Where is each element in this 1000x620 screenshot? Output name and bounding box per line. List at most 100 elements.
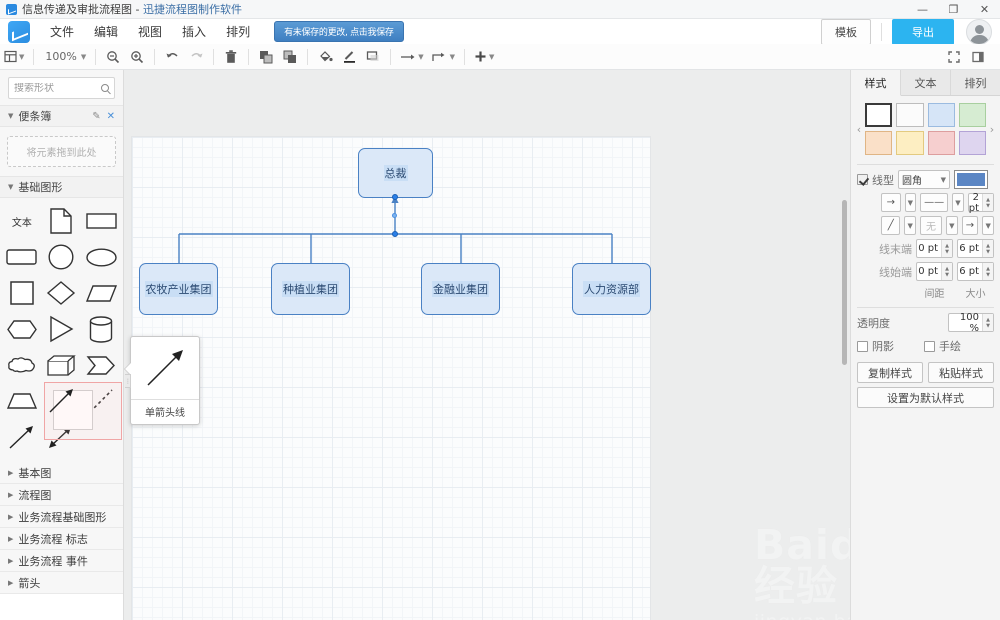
- paste-style-button[interactable]: 粘贴样式: [928, 362, 994, 383]
- shape-dotted-line[interactable]: [81, 384, 121, 418]
- shape-document[interactable]: [42, 204, 82, 238]
- undo-icon[interactable]: [161, 46, 183, 68]
- menu-item-file[interactable]: 文件: [50, 24, 75, 39]
- swatch-light-gray[interactable]: [896, 103, 924, 127]
- line-slant-button[interactable]: ╱: [881, 216, 901, 235]
- menu-item-insert[interactable]: 插入: [182, 24, 207, 39]
- export-button[interactable]: 导出: [892, 18, 954, 45]
- redo-icon[interactable]: [185, 46, 207, 68]
- bring-to-front-icon[interactable]: [255, 46, 277, 68]
- swatch-prev-button[interactable]: ‹: [856, 122, 862, 136]
- tab-arrange[interactable]: 排列: [951, 70, 1000, 95]
- line-start-size-spinner[interactable]: 6 pt ▲▼: [957, 262, 994, 281]
- menu-item-view[interactable]: 视图: [138, 24, 163, 39]
- arrow-style-icon[interactable]: ▼: [397, 46, 426, 68]
- shape-rounded-rect[interactable]: [2, 240, 42, 274]
- section-header-scratchpad[interactable]: ▼ 便条簿 ✎ ✕: [0, 105, 123, 127]
- delete-icon[interactable]: [220, 46, 242, 68]
- fill-color-icon[interactable]: [314, 46, 336, 68]
- shape-triangle-right[interactable]: [42, 312, 82, 346]
- shape-single-arrow-line[interactable]: [42, 382, 122, 440]
- swatch-white[interactable]: [865, 103, 893, 127]
- panel-toggle-icon[interactable]: [967, 46, 989, 68]
- zoom-level-control[interactable]: 100% ▼: [40, 46, 89, 68]
- search-shapes-box[interactable]: [8, 77, 115, 99]
- shape-cube[interactable]: [42, 348, 82, 382]
- line-slant-dropdown[interactable]: ▼: [904, 216, 916, 235]
- node-child-2[interactable]: 种植业集团: [271, 263, 350, 315]
- shape-square[interactable]: [2, 276, 42, 310]
- close-button[interactable]: ✕: [979, 3, 990, 16]
- line-none-dropdown[interactable]: ▼: [946, 216, 958, 235]
- connector-midpoint[interactable]: [392, 213, 397, 218]
- spinner-arrows[interactable]: ▲▼: [982, 194, 994, 211]
- shape-diamond[interactable]: [42, 276, 82, 310]
- node-child-4[interactable]: 人力资源部: [572, 263, 651, 315]
- swatch-light-purple[interactable]: [958, 131, 986, 155]
- node-root[interactable]: 总裁: [358, 148, 433, 198]
- panel-resize-handle[interactable]: ⋮: [125, 374, 131, 388]
- sidebar-category-arrows[interactable]: ▶ 箭头: [0, 572, 123, 594]
- canvas-vertical-scrollbar[interactable]: [842, 200, 847, 365]
- zoom-out-icon[interactable]: [102, 46, 124, 68]
- minimize-button[interactable]: —: [917, 3, 928, 16]
- line-type-checkbox[interactable]: [857, 174, 868, 185]
- page-layout-icon[interactable]: ▼: [1, 46, 27, 68]
- spinner-arrows[interactable]: ▲▼: [982, 263, 993, 280]
- diagram-page[interactable]: [132, 137, 650, 620]
- line-end-spacing-spinner[interactable]: 0 pt ▲▼: [916, 239, 953, 258]
- menu-item-edit[interactable]: 编辑: [94, 24, 119, 39]
- shape-parallelogram[interactable]: [81, 276, 121, 310]
- line-start-arrow-button[interactable]: →: [881, 193, 901, 212]
- shape-cloud[interactable]: [2, 348, 42, 382]
- close-icon[interactable]: ✕: [106, 110, 115, 122]
- connector-endpoint-start[interactable]: [392, 194, 398, 200]
- send-to-back-icon[interactable]: [279, 46, 301, 68]
- spinner-arrows[interactable]: ▲▼: [982, 314, 993, 331]
- connector-style-icon[interactable]: ▼: [429, 46, 458, 68]
- shape-chevron[interactable]: [81, 348, 121, 382]
- search-input[interactable]: [14, 82, 101, 94]
- line-start-spacing-spinner[interactable]: 0 pt ▲▼: [916, 262, 953, 281]
- swatch-peach[interactable]: [865, 131, 893, 155]
- sidebar-category-basic-diagram[interactable]: ▶ 基本图: [0, 462, 123, 484]
- sketch-checkbox[interactable]: [924, 340, 935, 352]
- zoom-in-icon[interactable]: [126, 46, 148, 68]
- swatch-light-yellow[interactable]: [896, 131, 924, 155]
- edit-icon[interactable]: ✎: [92, 110, 101, 122]
- sidebar-category-bpmn-markers[interactable]: ▶ 业务流程 标志: [0, 528, 123, 550]
- line-pattern-dropdown[interactable]: ▼: [952, 193, 964, 212]
- shadow-style-icon[interactable]: [362, 46, 384, 68]
- tab-text[interactable]: 文本: [901, 70, 951, 95]
- fullscreen-icon[interactable]: [943, 46, 965, 68]
- swatch-light-green[interactable]: [958, 103, 986, 127]
- line-color-swatch[interactable]: [954, 170, 988, 189]
- swatch-light-blue[interactable]: [927, 103, 955, 127]
- template-button[interactable]: 模板: [821, 18, 871, 45]
- tab-style[interactable]: 样式: [851, 70, 901, 96]
- connector-endpoint-end[interactable]: [392, 231, 398, 237]
- opacity-spinner[interactable]: 100 % ▲▼: [948, 312, 994, 334]
- unsaved-changes-button[interactable]: 有未保存的更改, 点击我保存: [274, 21, 404, 42]
- shape-ellipse[interactable]: [81, 240, 121, 274]
- scratchpad-dropzone[interactable]: 将元素拖到此处: [7, 136, 116, 167]
- spinner-arrows[interactable]: ▲▼: [941, 240, 952, 257]
- shape-arrow-line-2[interactable]: [2, 420, 42, 454]
- shape-trapezoid[interactable]: [2, 384, 42, 418]
- corner-style-select[interactable]: 圆角 ▼: [898, 170, 950, 189]
- line-end-arrow-button[interactable]: →: [961, 216, 979, 235]
- line-end-size-spinner[interactable]: 6 pt ▲▼: [957, 239, 994, 258]
- line-start-arrow-dropdown[interactable]: ▼: [904, 193, 917, 212]
- shape-cylinder[interactable]: [81, 312, 121, 346]
- line-color-icon[interactable]: [338, 46, 360, 68]
- sidebar-category-flowchart[interactable]: ▶ 流程图: [0, 484, 123, 506]
- line-pattern-button[interactable]: ——: [920, 193, 949, 212]
- line-end-arrow-dropdown[interactable]: ▼: [982, 216, 994, 235]
- copy-style-button[interactable]: 复制样式: [857, 362, 923, 383]
- shape-circle[interactable]: [42, 240, 82, 274]
- sidebar-category-bpmn-events[interactable]: ▶ 业务流程 事件: [0, 550, 123, 572]
- insert-icon[interactable]: ▼: [471, 46, 497, 68]
- sidebar-category-bpmn-basic[interactable]: ▶ 业务流程基础图形: [0, 506, 123, 528]
- node-child-3[interactable]: 金融业集团: [421, 263, 500, 315]
- line-none-button[interactable]: 无: [920, 216, 942, 235]
